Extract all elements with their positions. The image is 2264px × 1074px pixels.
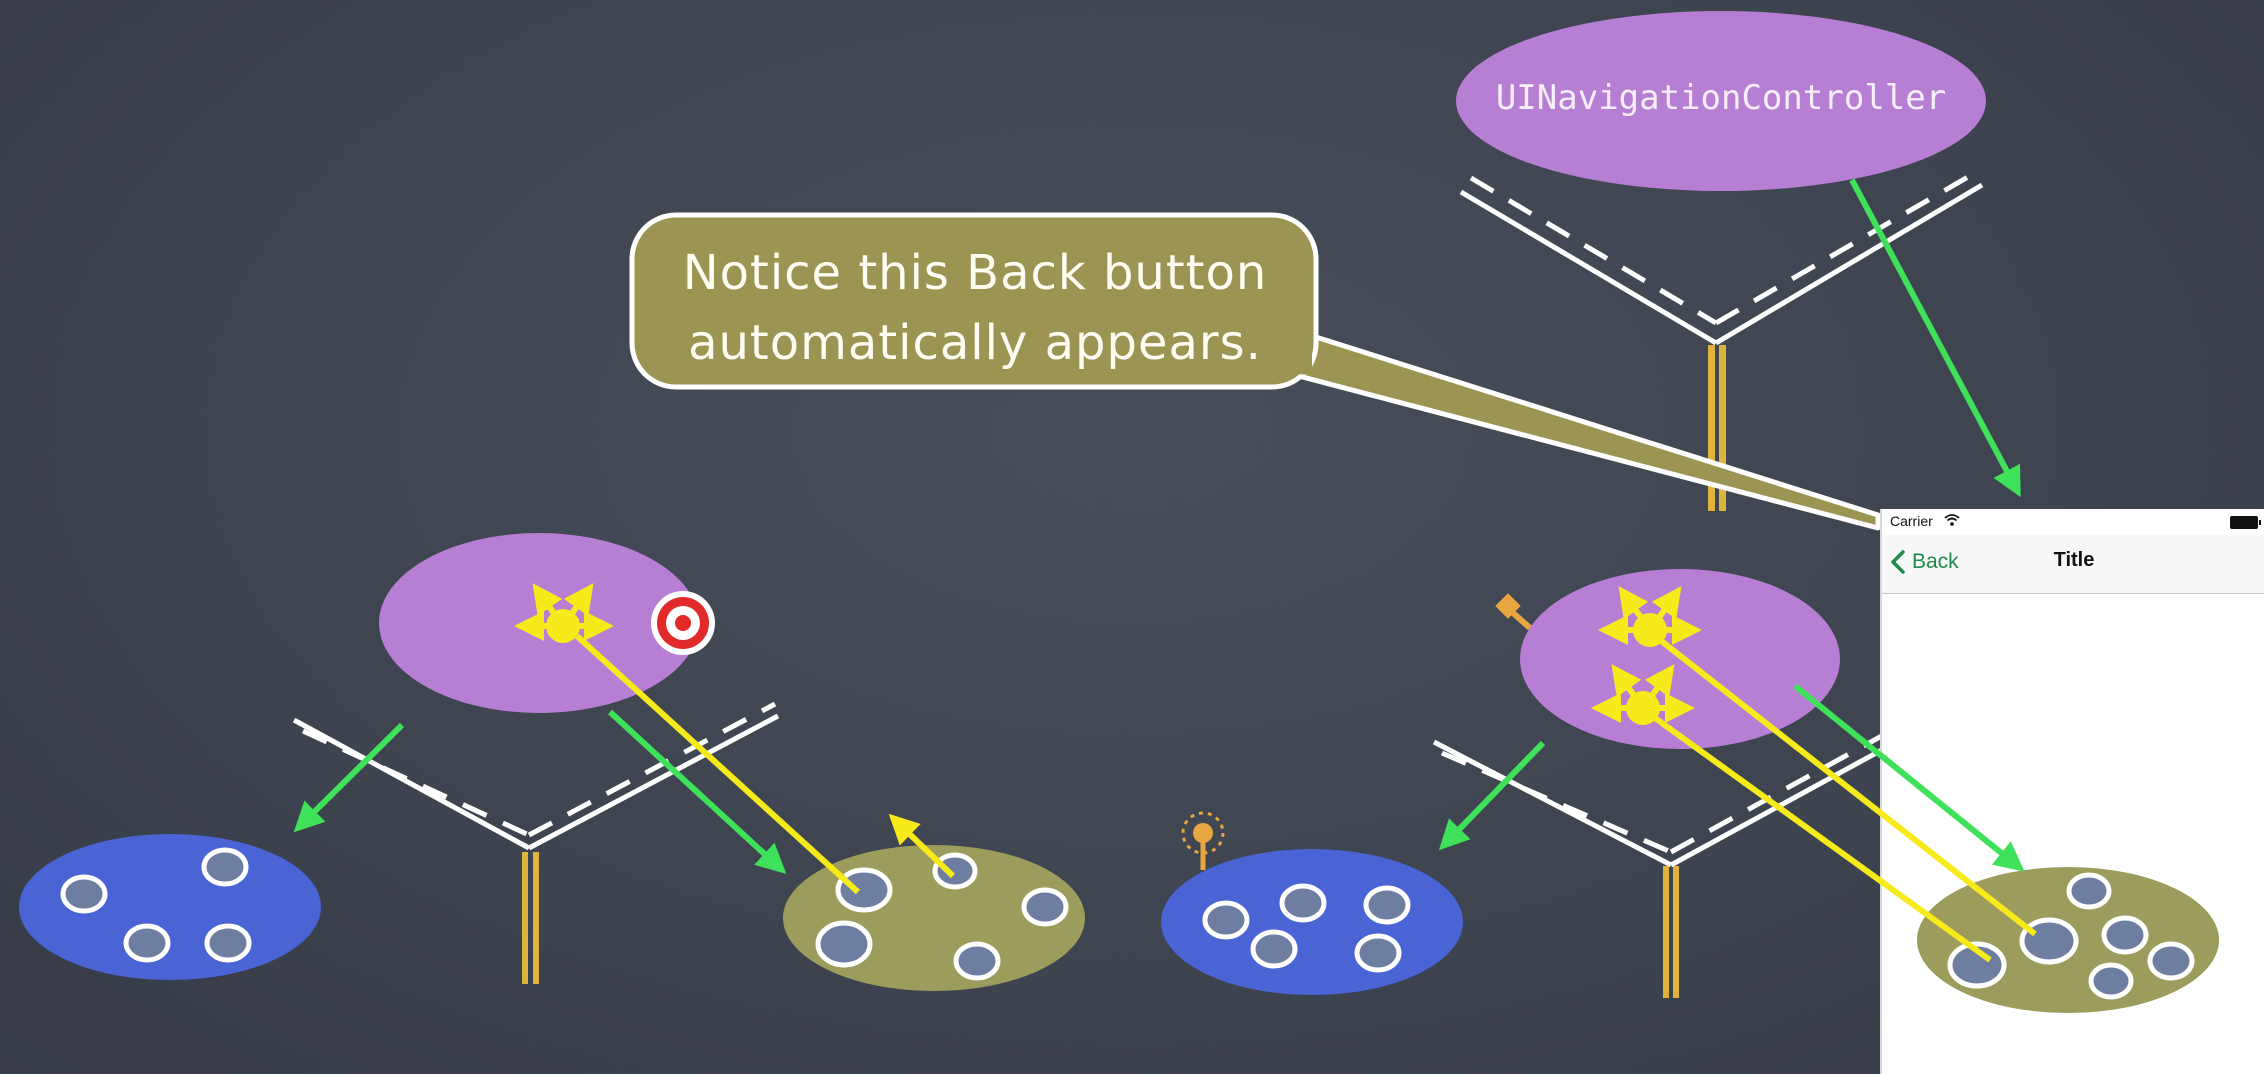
wifi-icon	[1944, 514, 1960, 526]
left-view-ellipse	[19, 834, 321, 980]
left-outlet-arrow	[298, 725, 402, 828]
navigation-bar: Back Title	[1882, 535, 2264, 594]
navigation-title: Title	[1882, 549, 2264, 572]
navigation-root-arrow	[1852, 180, 2018, 492]
carrier-label: Carrier	[1890, 513, 1933, 529]
navigation-controller-label: UINavigationController	[1456, 78, 1986, 118]
key-icon	[1495, 593, 1530, 628]
right-mvc-group	[1161, 569, 1922, 998]
phone-screen: Carrier Back Title	[1880, 509, 2264, 1074]
callout-line-2: automatically appears.	[634, 308, 1316, 378]
callout-text: Notice this Back button automatically ap…	[634, 238, 1316, 378]
left-action-line	[577, 636, 858, 892]
target-icon	[651, 591, 715, 655]
left-road-divider	[294, 704, 778, 848]
battery-icon	[2230, 516, 2258, 529]
antenna-icon	[1183, 813, 1223, 870]
navigation-road-divider	[1461, 170, 1982, 343]
right-controller-ellipse	[1520, 569, 1840, 749]
callout-line-1: Notice this Back button	[634, 238, 1316, 308]
status-bar: Carrier	[1882, 509, 2264, 535]
left-mvc-group	[19, 533, 1085, 991]
